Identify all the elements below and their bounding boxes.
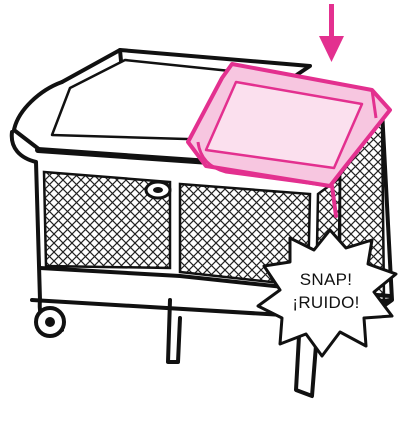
down-arrow-icon — [319, 4, 344, 62]
center-latch — [146, 182, 170, 198]
callout-line-1: SNAP! — [300, 270, 353, 289]
callout-line-2: ¡RUIDO! — [292, 293, 359, 312]
wheel — [36, 308, 64, 336]
